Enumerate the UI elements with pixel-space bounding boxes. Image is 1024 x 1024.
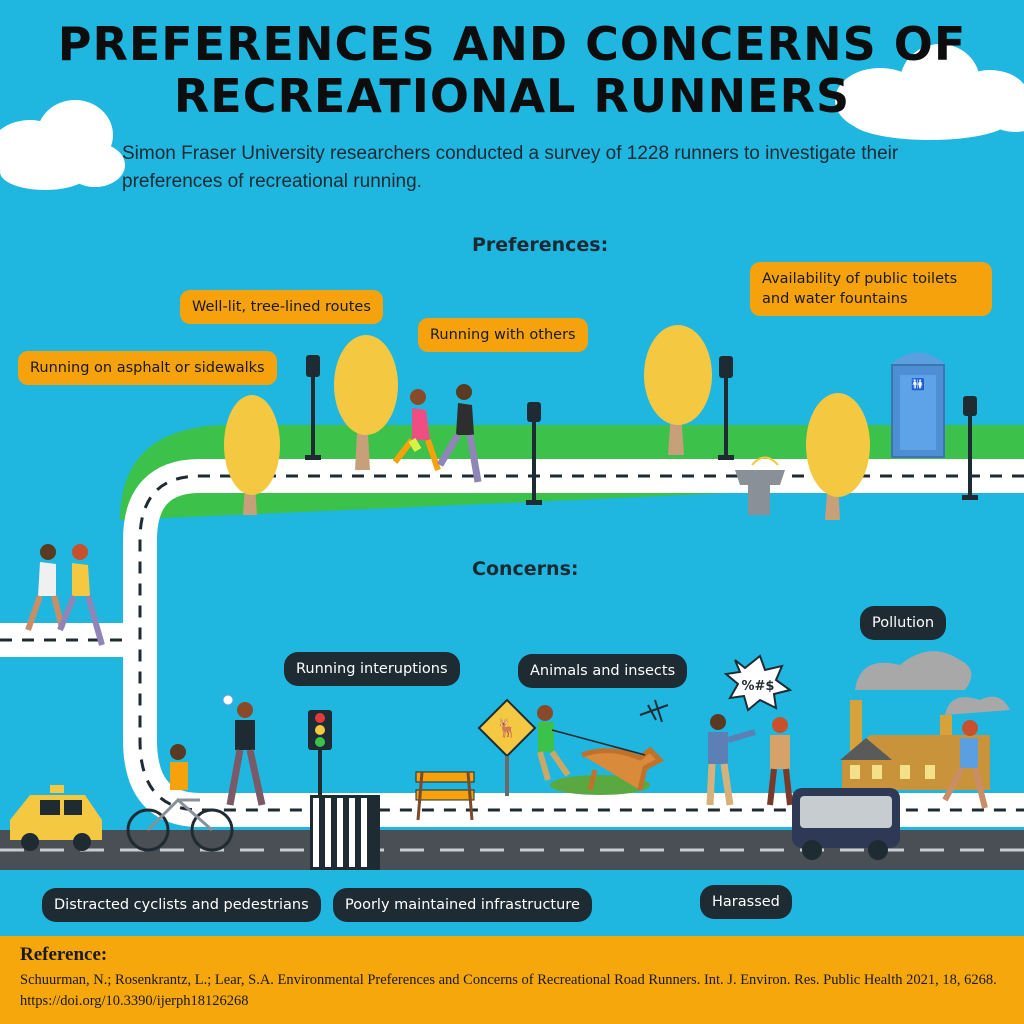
concerns-heading: Concerns: bbox=[472, 558, 579, 580]
title-line-1: PREFERENCES AND CONCERNS OF bbox=[57, 17, 967, 71]
preferences-heading: Preferences: bbox=[472, 234, 609, 256]
mosquito-icon bbox=[639, 699, 669, 723]
runner-icon bbox=[25, 544, 105, 646]
runner-icon bbox=[942, 720, 988, 809]
bus-icon bbox=[792, 788, 900, 860]
concern-harassed: Harassed bbox=[700, 885, 792, 919]
runner-icon bbox=[392, 384, 482, 483]
tree-icon bbox=[224, 325, 870, 520]
water-fountain-icon bbox=[735, 456, 785, 515]
bicycle-icon bbox=[126, 744, 234, 852]
pref-asphalt: Running on asphalt or sidewalks bbox=[18, 351, 277, 385]
intro-text: Simon Fraser University researchers cond… bbox=[122, 143, 899, 192]
concern-animals-insects: Animals and insects bbox=[518, 654, 688, 688]
taxi-icon bbox=[10, 785, 102, 851]
svg-text:🚻: 🚻 bbox=[911, 378, 925, 391]
concern-distracted-cyclists: Distracted cyclists and pedestrians bbox=[42, 888, 321, 922]
svg-text:🦌: 🦌 bbox=[496, 717, 518, 739]
reference-heading: Reference: bbox=[20, 944, 108, 965]
reference-text: Schuurman, N.; Rosenkrantz, L.; Lear, S.… bbox=[20, 972, 997, 1009]
pref-well-lit: Well-lit, tree-lined routes bbox=[180, 290, 383, 324]
title-line-2: RECREATIONAL RUNNERS bbox=[173, 69, 851, 123]
concern-pollution: Pollution bbox=[860, 606, 947, 640]
crosswalk-icon bbox=[310, 795, 380, 870]
pref-running-with-others: Running with others bbox=[418, 318, 588, 352]
cloud-icon bbox=[835, 44, 1024, 140]
cloud-icon bbox=[0, 100, 125, 190]
concern-poor-infrastructure: Poorly maintained infrastructure bbox=[333, 888, 592, 922]
swear-text: %#$ bbox=[742, 679, 775, 694]
factory-icon bbox=[840, 651, 1010, 790]
pedestrian-icon bbox=[222, 694, 266, 806]
page-title: PREFERENCES AND CONCERNS OF RECREATIONAL… bbox=[0, 18, 1024, 122]
traffic-light-icon bbox=[308, 710, 332, 795]
deer-sign-icon: 🦌 bbox=[477, 698, 537, 796]
speech-burst-icon bbox=[723, 654, 793, 712]
portable-toilet-icon: 🚻 bbox=[890, 352, 946, 458]
barrier-icon bbox=[415, 771, 475, 821]
concern-running-interruptions: Running interuptions bbox=[284, 652, 460, 686]
dog-icon bbox=[537, 705, 665, 795]
pref-toilets-fountains: Availability of public toilets and water… bbox=[750, 262, 992, 316]
reference-footer bbox=[0, 936, 1024, 1024]
person-icon bbox=[706, 714, 793, 806]
lamp-post-icon bbox=[305, 355, 978, 505]
